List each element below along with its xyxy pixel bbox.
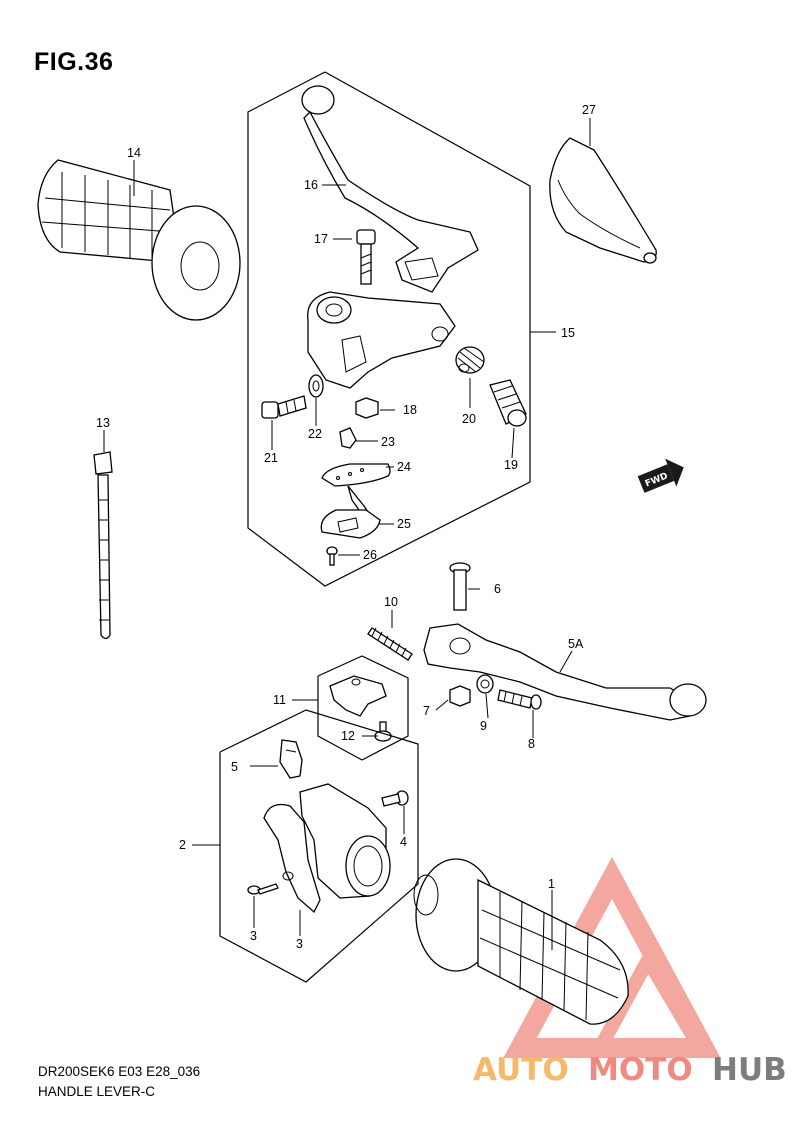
callout-4: 3 — [250, 929, 257, 943]
grip-left-part-15 — [37, 159, 241, 321]
pivot-bolt-part-7 — [449, 562, 471, 611]
switch-part-26 — [320, 509, 381, 539]
callout-28: 27 — [582, 103, 596, 117]
bolt-part-22 — [261, 395, 307, 419]
callout-8: 7 — [423, 704, 430, 718]
callout-12: 11 — [273, 693, 286, 707]
callout-3: 3 — [296, 937, 303, 951]
spring-part-11 — [367, 627, 413, 661]
watermark-text-hub: HUB — [712, 1052, 787, 1088]
callout-18: 17 — [314, 232, 328, 246]
leader-lines — [103, 118, 591, 950]
callout-11: 10 — [384, 595, 398, 609]
assembly-bracket-16 — [247, 71, 531, 587]
clip-part-24 — [339, 427, 357, 449]
callout-labels: 14 16 17 15 18 20 19 21 22 23 24 25 26 2… — [96, 103, 596, 951]
adjuster-nut-part-21 — [455, 346, 485, 374]
watermark-wordmark: AUTO MOTO HUB — [473, 1052, 787, 1088]
lever-part-6 — [423, 623, 707, 721]
grip-right-part-1 — [413, 858, 629, 1025]
lever-part-17 — [301, 85, 479, 293]
watermark-text-moto: MOTO — [588, 1052, 693, 1088]
nut-part-8 — [449, 685, 471, 707]
callout-19: 18 — [403, 403, 417, 417]
screw-part-4 — [247, 883, 279, 895]
callout-24: 23 — [381, 435, 395, 449]
callout-5: 4 — [400, 835, 407, 849]
callout-1: 1 — [548, 877, 555, 891]
pivot-bolt-part-18 — [356, 229, 376, 285]
assembly-bracket-2 — [219, 709, 419, 983]
clip-part-5A — [279, 739, 303, 779]
figure-name: HANDLE LEVER-C — [38, 1084, 156, 1099]
bolt-part-9 — [497, 689, 542, 710]
assembly-bracket-12 — [317, 655, 409, 761]
housing-part-2 — [299, 783, 391, 899]
callout-15: 14 — [127, 146, 141, 160]
screw-part-27 — [326, 546, 338, 566]
callout-22: 21 — [264, 451, 278, 465]
lever-cover-part-28 — [549, 137, 657, 264]
callout-5A: 5 — [231, 760, 238, 774]
callout-10: 9 — [480, 719, 487, 733]
callout-16: 15 — [561, 326, 575, 340]
switch-part-12 — [329, 675, 387, 717]
washer-part-23 — [308, 374, 324, 398]
callout-14: 13 — [96, 416, 110, 430]
callout-25: 24 — [397, 460, 411, 474]
callout-9: 8 — [528, 737, 535, 751]
callout-26: 25 — [397, 517, 411, 531]
forward-direction-arrow-icon: FWD — [637, 458, 684, 493]
screw-part-5 — [381, 790, 409, 807]
housing-half-part-3 — [263, 803, 321, 914]
adjuster-part-20 — [489, 379, 527, 427]
callout-23: 22 — [308, 427, 322, 441]
figure-code: DR200SEK6 E03 E28_036 — [38, 1064, 201, 1079]
callout-6: 5A — [568, 637, 584, 651]
figure-title: FIG.36 — [34, 48, 114, 76]
callout-2: 2 — [179, 838, 186, 852]
cable-tie-part-14 — [93, 451, 113, 640]
callout-13: 12 — [341, 729, 355, 743]
watermark-text-auto: AUTO — [473, 1052, 569, 1088]
callout-20: 19 — [504, 458, 518, 472]
callout-21: 20 — [462, 412, 476, 426]
nut-part-10 — [476, 674, 494, 694]
lever-holder-part-16 — [307, 291, 456, 389]
callout-27: 26 — [363, 548, 377, 562]
callout-17: 16 — [304, 178, 318, 192]
nut-part-19 — [355, 397, 379, 419]
callout-7: 6 — [494, 582, 501, 596]
